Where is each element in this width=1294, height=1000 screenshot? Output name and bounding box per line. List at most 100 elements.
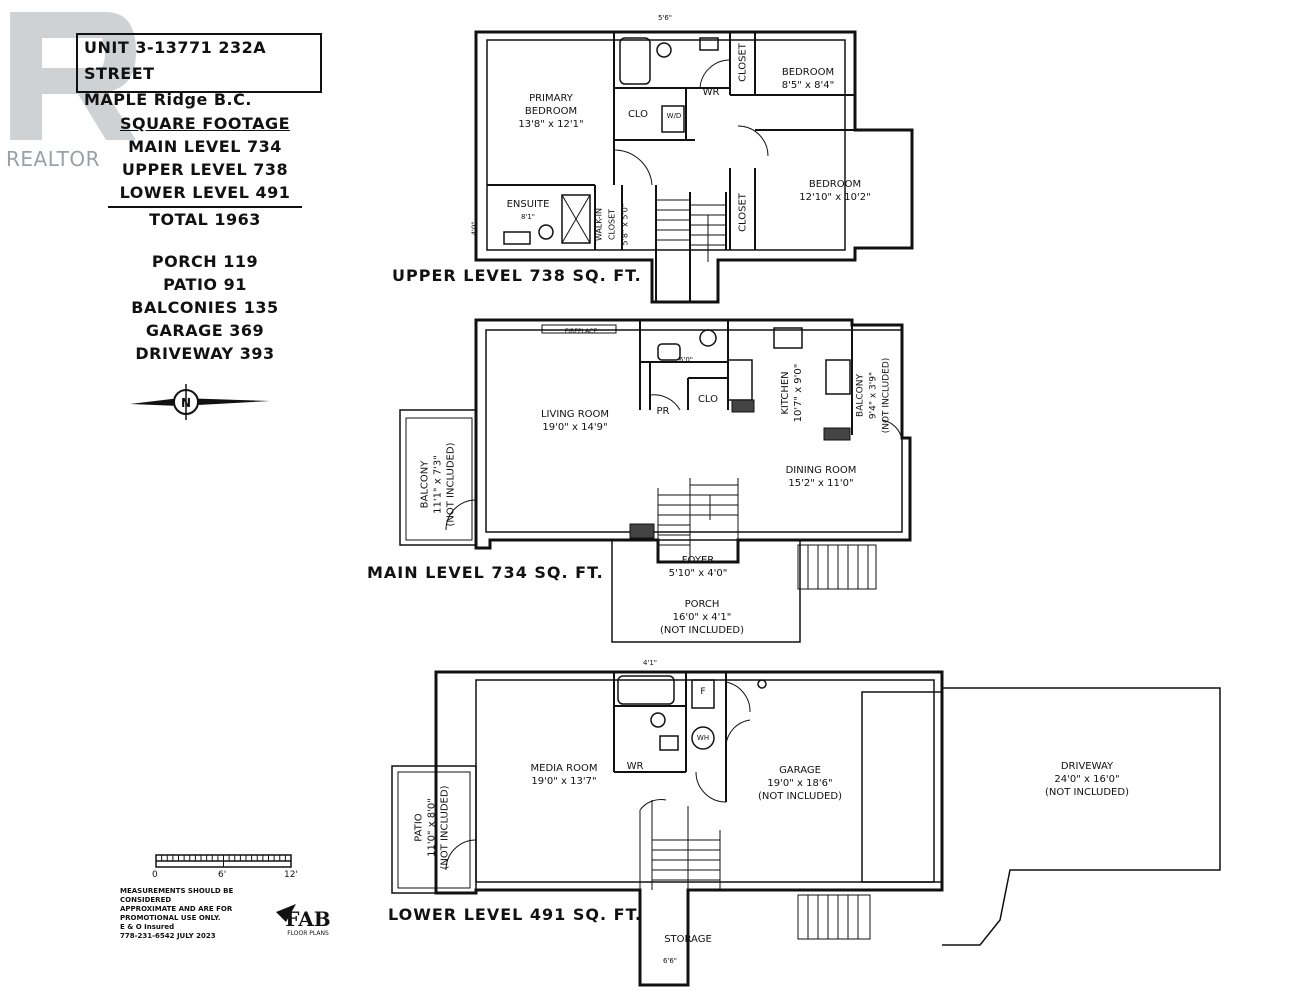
wd-label: W/D [666,112,682,120]
room-primary-bedroom: PRIMARY BEDROOM 13'8" x 12'1" [506,92,596,131]
room-name: BEDROOM [781,67,835,78]
room-name: FOYER [681,555,715,566]
room-dims: 11'1" x 7'3" [432,455,444,514]
room-name: GARAGE [779,765,821,776]
room-dims: 19'0" x 14'9" [542,422,608,433]
logo-text: FAB [285,907,331,931]
square-footage-summary: SQUARE FOOTAGE MAIN LEVEL 734 UPPER LEVE… [100,112,310,231]
pr-label: PR [656,406,670,417]
room-dims: 11'0" x 8'0" [426,798,438,857]
sqft-upper: UPPER LEVEL 738 [121,160,289,179]
room-name: BALCONY [419,460,431,509]
watermark-text: REALTOR [6,147,100,171]
room-kitchen: KITCHEN 10'7" x 9'0" [779,353,805,433]
room-name: ENSUITE [506,199,550,210]
extras-summary: PORCH 119 PATIO 91 BALCONIES 135 GARAGE … [100,250,310,365]
room-dims: 24'0" x 16'0" [1054,774,1120,785]
room-garage: GARAGE 19'0" x 18'6" (NOT INCLUDED) [740,764,860,803]
storage-label: STORAGE [664,934,712,945]
room-balcony-main-right: BALCONY 9'4" x 3'9" (NOT INCLUDED) [855,352,894,440]
disclaimer-line: PROMOTIONAL USE ONLY. [120,914,221,922]
main-clo-label: CLO [697,394,719,405]
room-walk-in-closet: WALK-IN CLOSET 5'8" x 5'0" [593,193,632,257]
extra-balconies: BALCONIES 135 [131,298,279,317]
square-footage-heading: SQUARE FOOTAGE [119,114,291,133]
room-dims: 19'0" x 13'7" [531,776,597,787]
disclaimer-line: E & O Insured [120,923,175,931]
scale-tick-0: 0 [152,870,158,880]
room-dims: 5'10" x 4'0" [668,568,728,579]
room-porch: PORCH 16'0" x 4'1" (NOT INCLUDED) [646,598,758,637]
room-balcony-main-left: BALCONY 11'1" x 7'3" (NOT INCLUDED) [419,433,458,537]
room-name: DINING ROOM [785,465,857,476]
extra-garage: GARAGE 369 [145,321,265,340]
lower-level-plan [391,670,1221,987]
room-note: (NOT INCLUDED) [758,791,842,802]
room-name: PRIMARY BEDROOM [524,93,578,117]
upper-level-title: UPPER LEVEL 738 SQ. FT. [392,266,642,285]
room-name: LIVING ROOM [540,409,610,420]
main-level-plan [399,318,912,643]
closet-label-b: CLOSET [737,193,749,232]
address-line1: UNIT 3-13771 232A STREET [84,38,267,83]
room-bedroom-1: BEDROOM 8'5" x 8'4" [770,66,846,92]
room-name: BEDROOM [808,179,862,190]
f-label: F [700,687,706,697]
upper-level-plan [474,30,914,304]
room-dims: 9'4" x 3'9" [868,371,879,420]
closet-label-a: CLOSET [737,43,749,82]
upper-top-dimension: 5'6" [657,14,673,22]
room-note: (NOT INCLUDED) [881,357,892,434]
room-name: BALCONY [855,374,866,417]
room-note: (NOT INCLUDED) [445,442,457,527]
extra-driveway: DRIVEWAY 393 [135,344,275,363]
sqft-lower: LOWER LEVEL 491 [119,183,291,202]
disclaimer-line: 778-231-6542 JULY 2023 [120,932,216,940]
extra-porch: PORCH 119 [151,252,259,271]
wh-label: WH [696,734,710,742]
address-line2: MAPLE Ridge B.C. [84,90,252,109]
room-note: (NOT INCLUDED) [660,625,744,636]
logo-subtext: FLOOR PLANS [287,930,329,937]
compass-letter: N [181,396,191,410]
room-dims: 13'8" x 12'1" [518,119,584,130]
fab-logo-icon [276,904,296,922]
upper-clo-label: CLO [627,109,649,120]
main-level-title: MAIN LEVEL 734 SQ. FT. [367,563,604,582]
disclaimer: MEASUREMENTS SHOULD BE CONSIDERED APPROX… [120,887,280,941]
room-dims: 5'8" x 5'0" [620,203,630,246]
upper-wr-label: WR [702,87,720,98]
room-dims: 19'0" x 18'6" [767,778,833,789]
extra-patio: PATIO 91 [163,275,247,294]
room-dining: DINING ROOM 15'2" x 11'0" [776,464,866,490]
room-living: LIVING ROOM 19'0" x 14'9" [530,408,620,434]
room-name: PATIO [413,813,425,842]
lower-top-dimension: 4'1" [642,659,658,667]
room-name: PORCH [684,599,720,610]
lower-wr-label: WR [626,761,644,772]
room-foyer: FOYER 5'10" x 4'0" [658,554,738,580]
room-bedroom-2: BEDROOM 12'10" x 10'2" [785,178,885,204]
compass-icon [130,384,270,420]
room-dims: 8'5" x 8'4" [781,80,835,91]
room-dims: 10'7" x 9'0" [793,363,804,423]
lower-level-title: LOWER LEVEL 491 SQ. FT. [388,905,643,924]
room-driveway: DRIVEWAY 24'0" x 16'0" (NOT INCLUDED) [1022,760,1152,799]
sqft-main: MAIN LEVEL 734 [128,137,282,156]
room-dims: 12'10" x 10'2" [799,192,871,203]
room-dims: 15'2" x 11'0" [788,478,854,489]
room-note: (NOT INCLUDED) [439,785,451,870]
room-patio: PATIO 11'0" x 8'0" (NOT INCLUDED) [413,776,452,880]
disclaimer-line: APPROXIMATE AND ARE FOR [120,905,233,913]
main-bath-dimension: 6'0" [678,356,694,364]
scale-tick-1: 6' [218,870,227,880]
fireplace-label: FIREPLACE [564,328,598,335]
room-name: MEDIA ROOM [530,763,598,774]
fab-logo: FAB FLOOR PLANS [280,908,336,937]
sqft-total: TOTAL 1963 [108,206,302,231]
upper-left-dimension: 4'0" [470,221,479,236]
realtor-logo-icon [10,12,136,140]
disclaimer-line: MEASUREMENTS SHOULD BE CONSIDERED [120,887,234,904]
storage-dimension: 6'6" [662,957,678,965]
